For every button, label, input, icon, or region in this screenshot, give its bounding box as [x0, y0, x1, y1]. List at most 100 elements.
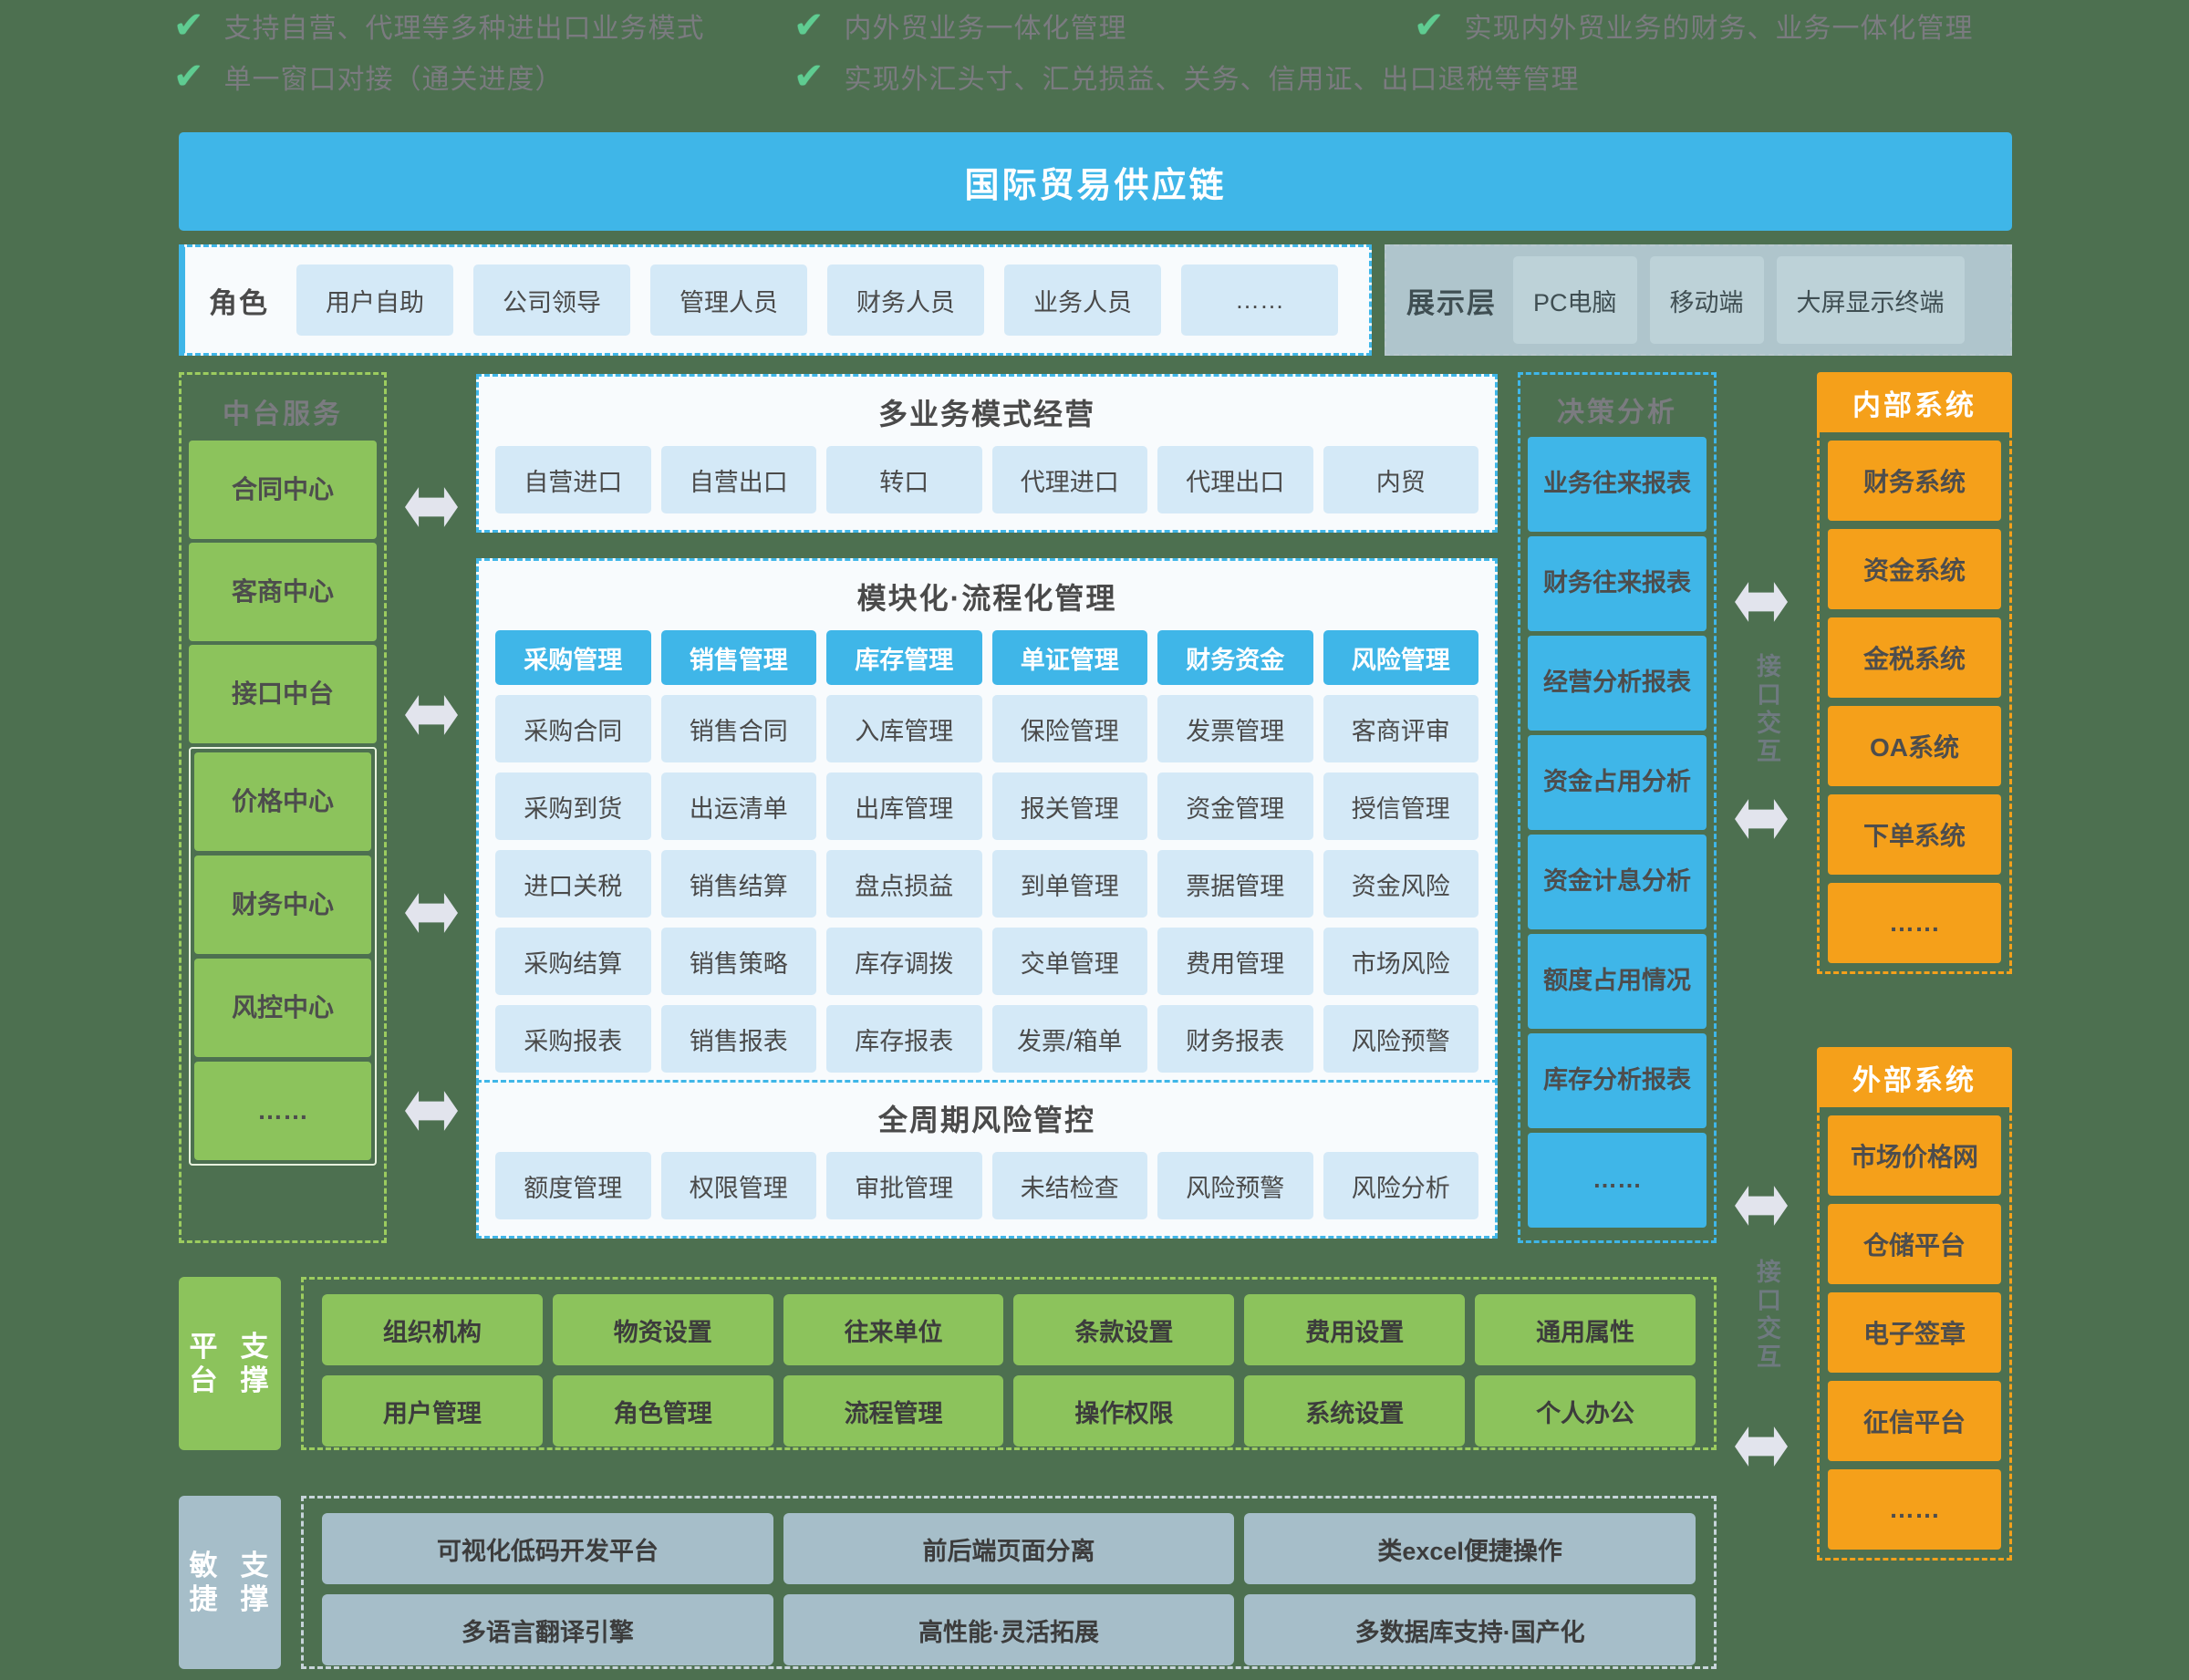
risk-control-cell[interactable]: 风险分析 — [1323, 1152, 1478, 1219]
risk-control-cell[interactable]: 风险预警 — [1157, 1152, 1313, 1219]
decision-box[interactable]: 额度占用情况 — [1528, 934, 1707, 1029]
decision-box[interactable]: 财务往来报表 — [1528, 536, 1707, 631]
platform-support-cell[interactable]: 个人办公 — [1475, 1375, 1696, 1447]
module-cell[interactable]: 财务报表 — [1157, 1005, 1313, 1073]
module-cell[interactable]: 风险预警 — [1323, 1005, 1478, 1073]
mid-service-box[interactable]: 风控中心 — [194, 959, 371, 1057]
module-cell[interactable]: 销售报表 — [660, 1005, 816, 1073]
module-cell[interactable]: 费用管理 — [1157, 928, 1313, 995]
decision-box[interactable]: 资金计息分析 — [1528, 835, 1707, 929]
platform-support-cell[interactable]: 流程管理 — [783, 1375, 1004, 1447]
role-chip-more[interactable]: …… — [1181, 264, 1338, 336]
agile-support-cell[interactable]: 高性能·灵活拓展 — [783, 1594, 1235, 1665]
module-cell[interactable]: 交单管理 — [991, 928, 1147, 995]
module-header-cell[interactable]: 财务资金 — [1157, 630, 1313, 685]
business-mode-cell[interactable]: 代理进口 — [991, 446, 1147, 513]
module-cell[interactable]: 保险管理 — [991, 695, 1147, 762]
role-chip[interactable]: 管理人员 — [650, 264, 807, 336]
module-cell[interactable]: 票据管理 — [1157, 850, 1313, 918]
mid-service-box-more[interactable]: …… — [194, 1062, 371, 1160]
decision-box-more[interactable]: …… — [1528, 1133, 1707, 1228]
role-chip[interactable]: 用户自助 — [296, 264, 453, 336]
internal-system-box[interactable]: 下单系统 — [1828, 794, 2001, 875]
decision-box[interactable]: 业务往来报表 — [1528, 437, 1707, 532]
role-chip[interactable]: 财务人员 — [827, 264, 984, 336]
platform-support-cell[interactable]: 通用属性 — [1475, 1294, 1696, 1365]
agile-support-cell[interactable]: 多数据库支持·国产化 — [1244, 1594, 1696, 1665]
display-chip[interactable]: 大屏显示终端 — [1776, 256, 1965, 344]
external-system-box[interactable]: 征信平台 — [1828, 1381, 2001, 1461]
module-cell[interactable]: 市场风险 — [1323, 928, 1478, 995]
business-mode-cell[interactable]: 自营进口 — [495, 446, 651, 513]
module-cell[interactable]: 授信管理 — [1323, 773, 1478, 840]
module-cell[interactable]: 采购合同 — [495, 695, 651, 762]
role-chip[interactable]: 业务人员 — [1004, 264, 1161, 336]
mid-service-box[interactable]: 财务中心 — [194, 856, 371, 954]
external-system-box[interactable]: 市场价格网 — [1828, 1115, 2001, 1196]
platform-support-cell[interactable]: 组织机构 — [322, 1294, 543, 1365]
mid-service-box[interactable]: 接口中台 — [189, 645, 377, 743]
module-cell[interactable]: 库存报表 — [826, 1005, 982, 1073]
agile-support-cell[interactable]: 可视化低码开发平台 — [322, 1513, 773, 1584]
module-cell[interactable]: 资金风险 — [1323, 850, 1478, 918]
module-cell[interactable]: 销售结算 — [660, 850, 816, 918]
module-cell[interactable]: 发票/箱单 — [991, 1005, 1147, 1073]
platform-support-cell[interactable]: 往来单位 — [783, 1294, 1004, 1365]
risk-control-cell[interactable]: 额度管理 — [495, 1152, 651, 1219]
business-mode-cell[interactable]: 转口 — [826, 446, 982, 513]
decision-box[interactable]: 库存分析报表 — [1528, 1033, 1707, 1128]
agile-support-cell[interactable]: 多语言翻译引擎 — [322, 1594, 773, 1665]
module-cell[interactable]: 出运清单 — [660, 773, 816, 840]
platform-support-cell[interactable]: 角色管理 — [552, 1375, 773, 1447]
platform-support-cell[interactable]: 操作权限 — [1013, 1375, 1235, 1447]
platform-support-cell[interactable]: 物资设置 — [552, 1294, 773, 1365]
risk-control-cell[interactable]: 未结检查 — [991, 1152, 1147, 1219]
internal-system-box[interactable]: 资金系统 — [1828, 529, 2001, 609]
module-cell[interactable]: 采购结算 — [495, 928, 651, 995]
mid-service-box[interactable]: 客商中心 — [189, 543, 377, 641]
external-system-box[interactable]: 电子签章 — [1828, 1292, 2001, 1373]
decision-box[interactable]: 资金占用分析 — [1528, 735, 1707, 830]
module-header-cell[interactable]: 库存管理 — [826, 630, 982, 685]
module-cell[interactable]: 出库管理 — [826, 773, 982, 840]
platform-support-cell[interactable]: 条款设置 — [1013, 1294, 1235, 1365]
module-cell[interactable]: 销售合同 — [660, 695, 816, 762]
platform-support-cell[interactable]: 用户管理 — [322, 1375, 543, 1447]
business-mode-cell[interactable]: 自营出口 — [660, 446, 816, 513]
platform-support-cell[interactable]: 费用设置 — [1244, 1294, 1466, 1365]
module-cell[interactable]: 客商评审 — [1323, 695, 1478, 762]
module-cell[interactable]: 采购到货 — [495, 773, 651, 840]
internal-system-box[interactable]: 金税系统 — [1828, 617, 2001, 698]
internal-system-box[interactable]: 财务系统 — [1828, 441, 2001, 521]
module-cell[interactable]: 报关管理 — [991, 773, 1147, 840]
external-system-box-more[interactable]: …… — [1828, 1469, 2001, 1550]
role-chip[interactable]: 公司领导 — [473, 264, 630, 336]
module-cell[interactable]: 进口关税 — [495, 850, 651, 918]
module-header-cell[interactable]: 风险管理 — [1323, 630, 1478, 685]
module-cell[interactable]: 销售策略 — [660, 928, 816, 995]
mid-service-box[interactable]: 合同中心 — [189, 441, 377, 539]
module-header-cell[interactable]: 销售管理 — [660, 630, 816, 685]
module-header-cell[interactable]: 单证管理 — [991, 630, 1147, 685]
module-cell[interactable]: 到单管理 — [991, 850, 1147, 918]
internal-system-box-more[interactable]: …… — [1828, 883, 2001, 963]
module-cell[interactable]: 资金管理 — [1157, 773, 1313, 840]
internal-system-box[interactable]: OA系统 — [1828, 706, 2001, 786]
module-header-cell[interactable]: 采购管理 — [495, 630, 651, 685]
risk-control-cell[interactable]: 审批管理 — [826, 1152, 982, 1219]
module-cell[interactable]: 发票管理 — [1157, 695, 1313, 762]
module-cell[interactable]: 库存调拨 — [826, 928, 982, 995]
agile-support-cell[interactable]: 类excel便捷操作 — [1244, 1513, 1696, 1584]
external-system-box[interactable]: 仓储平台 — [1828, 1204, 2001, 1284]
risk-control-cell[interactable]: 权限管理 — [660, 1152, 816, 1219]
agile-support-cell[interactable]: 前后端页面分离 — [783, 1513, 1235, 1584]
decision-box[interactable]: 经营分析报表 — [1528, 636, 1707, 731]
display-chip[interactable]: PC电脑 — [1513, 256, 1637, 344]
module-cell[interactable]: 盘点损益 — [826, 850, 982, 918]
platform-support-cell[interactable]: 系统设置 — [1244, 1375, 1466, 1447]
display-chip[interactable]: 移动端 — [1649, 256, 1764, 344]
module-cell[interactable]: 入库管理 — [826, 695, 982, 762]
mid-service-box[interactable]: 价格中心 — [194, 752, 371, 851]
business-mode-cell[interactable]: 代理出口 — [1157, 446, 1313, 513]
business-mode-cell[interactable]: 内贸 — [1323, 446, 1478, 513]
